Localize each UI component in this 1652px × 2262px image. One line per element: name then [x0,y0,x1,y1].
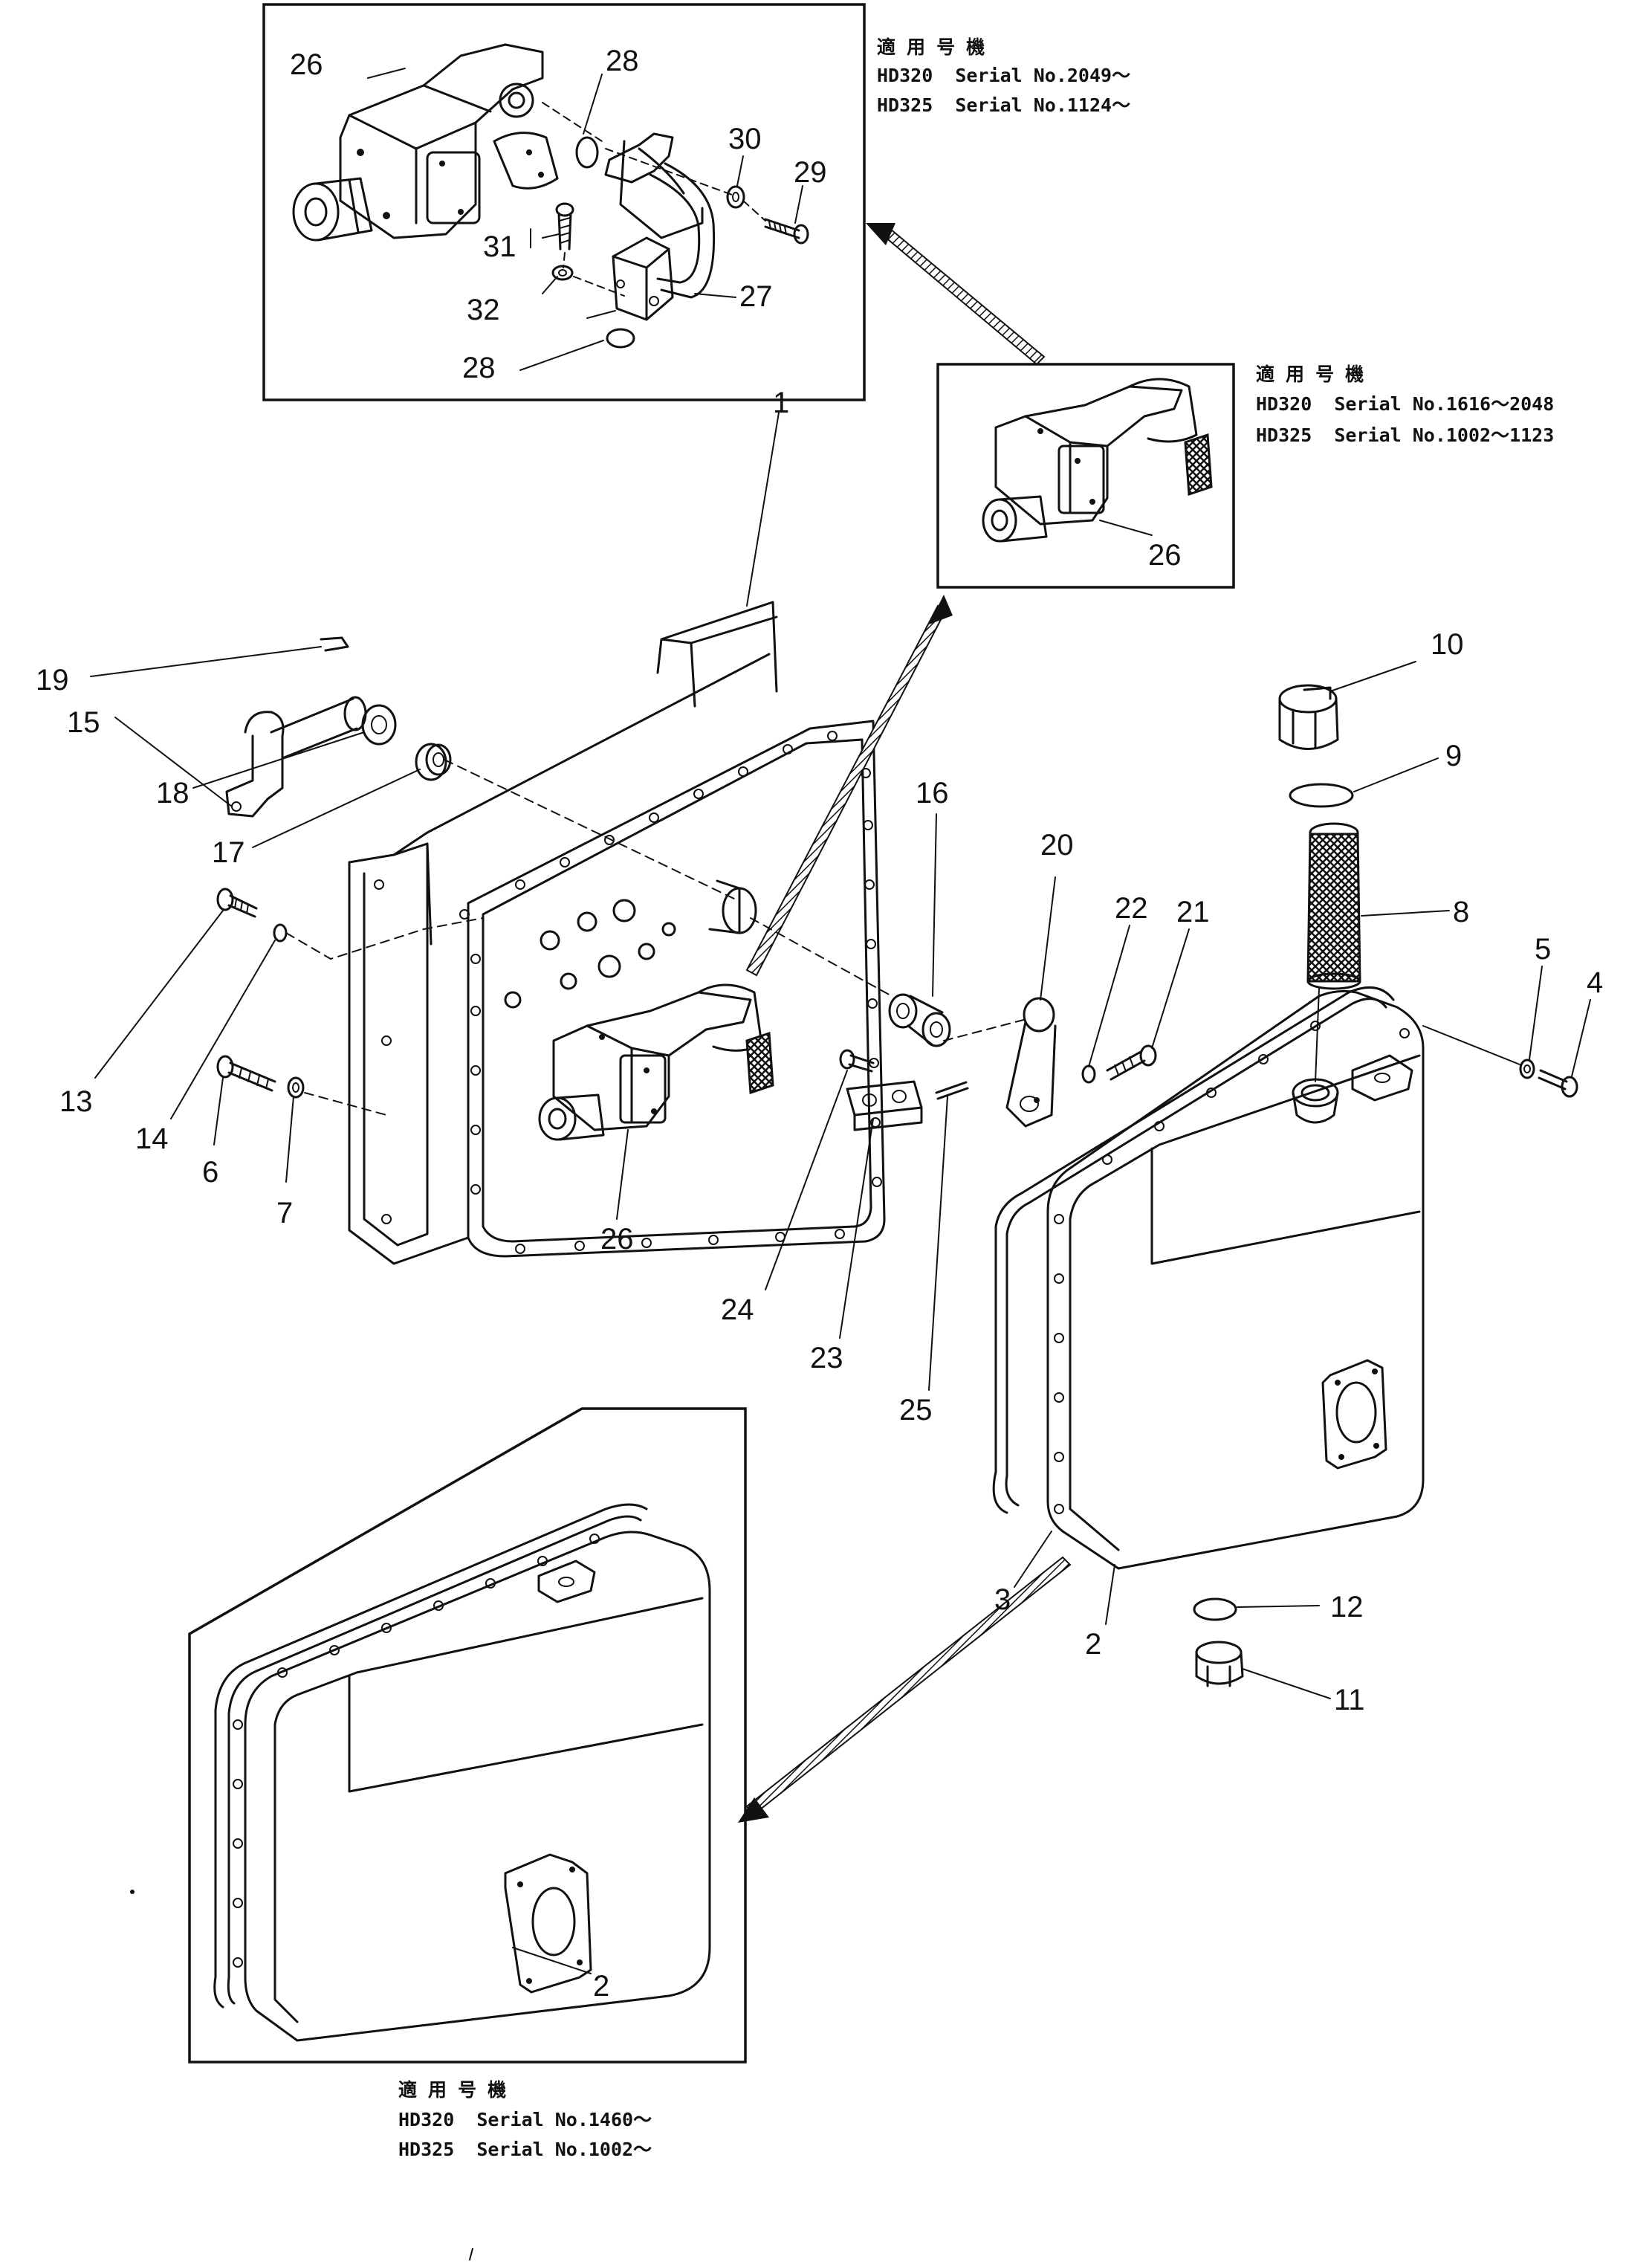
callout-labels: 1 2 2 3 4 5 6 7 8 9 10 11 12 13 14 15 16… [36,45,1603,2003]
tank-2-right [1046,989,1425,1570]
callout-28-lower: 28 [462,352,496,384]
bolt-13 [216,888,258,918]
callout-30: 30 [728,123,762,155]
tank-2-inset [213,1503,711,2042]
valve-26-on-housing [538,983,774,1141]
callout-20: 20 [1040,829,1074,862]
pin-25 [935,1081,969,1100]
lever-20 [1005,997,1057,1128]
callout-21: 21 [1176,896,1210,928]
washer-7 [287,1076,305,1099]
pipe-27 [604,132,716,321]
callout-26-housing: 26 [600,1223,634,1256]
scan-dot [130,1890,135,1894]
callout-1: 1 [773,387,789,419]
callout-2-inset: 2 [593,1970,609,2003]
valve-assembly-top [292,43,559,242]
o-ring-28-lower [606,328,635,349]
callout-leaders [90,74,1591,1974]
drain-plug-11 [1195,1641,1244,1687]
cap-10 [1278,684,1339,750]
washer-5 [1519,1059,1535,1079]
bolt-24 [839,1049,875,1073]
callout-2-tank: 2 [1085,1628,1101,1661]
callout-32: 32 [467,294,500,326]
callout-18: 18 [156,777,190,810]
note-middle: 適 用 号 機 HD320 Serial No.1616～2048 HD325 … [1256,363,1554,446]
note-middle-line2: HD325 Serial No.1002～1123 [1256,424,1554,446]
note-top: 適 用 号 機 HD320 Serial No.2049～ HD325 Seri… [877,36,1130,116]
callout-12: 12 [1330,1591,1364,1623]
note-top-line1: HD320 Serial No.2049～ [877,65,1130,86]
callout-19: 19 [36,664,69,697]
callout-3: 3 [994,1583,1011,1616]
callout-31: 31 [483,230,516,263]
flange-bolt-holes [374,731,882,1254]
scan-tick [469,2248,473,2261]
callout-22: 22 [1115,892,1148,925]
callout-8: 8 [1453,896,1469,928]
bushing-16 [888,993,951,1047]
washer-30 [726,185,745,209]
gasket-3 [992,986,1395,1514]
inset-frame-middle [936,363,1235,589]
callout-14: 14 [135,1122,169,1155]
note-bottom-line1: HD320 Serial No.1460～ [398,2109,652,2130]
reference-arrows [738,223,1072,1823]
o-ring-12 [1193,1597,1237,1621]
note-middle-heading: 適 用 号 機 [1256,363,1364,385]
bolt-21 [1106,1044,1157,1081]
callout-26-top: 26 [290,48,323,81]
callout-6: 6 [202,1156,218,1189]
callout-25: 25 [899,1394,933,1426]
callout-29: 29 [794,156,827,189]
callout-27: 27 [739,280,773,313]
callout-15: 15 [67,706,100,739]
ring-9 [1289,783,1354,808]
inset-frame-top [262,3,866,401]
washer-14 [273,923,288,943]
callout-5: 5 [1535,933,1551,966]
housing-1 [348,601,886,1265]
seal-17 [415,743,452,781]
note-middle-line1: HD320 Serial No.1616～2048 [1256,393,1554,415]
bolt-4 [1538,1069,1578,1098]
callout-7: 7 [276,1197,293,1229]
callout-26-middle: 26 [1148,539,1182,572]
washer-18 [361,704,397,746]
inset-frame-bottom [188,1407,747,2064]
callout-10: 10 [1431,628,1464,661]
callout-24: 24 [721,1293,754,1326]
shaft-pin [270,696,367,760]
callout-4: 4 [1587,966,1603,999]
note-bottom-heading: 適 用 号 機 [398,2079,506,2101]
callout-13: 13 [59,1085,93,1118]
washer-22 [1081,1064,1096,1084]
clip-19 [320,636,349,652]
plate-23 [846,1080,923,1131]
bolt-6 [216,1055,276,1092]
callout-16: 16 [916,777,949,810]
note-top-line2: HD325 Serial No.1124～ [877,94,1130,116]
callout-11: 11 [1334,1684,1365,1716]
bolt-29 [764,218,809,245]
strainer-8 [1306,822,1361,990]
callout-28-upper: 28 [606,45,639,77]
callout-17: 17 [212,836,245,869]
note-bottom-line2: HD325 Serial No.1002～ [398,2139,652,2160]
note-bottom: 適 用 号 機 HD320 Serial No.1460～ HD325 Seri… [398,2079,652,2160]
bolt-31 [555,202,574,251]
washer-32 [551,265,574,281]
lever-15 [225,711,285,818]
note-top-heading: 適 用 号 機 [877,36,985,58]
valve-assembly-middle [982,378,1213,543]
o-ring-28-upper [575,136,599,169]
callout-9: 9 [1445,740,1462,772]
callout-23: 23 [810,1342,843,1374]
